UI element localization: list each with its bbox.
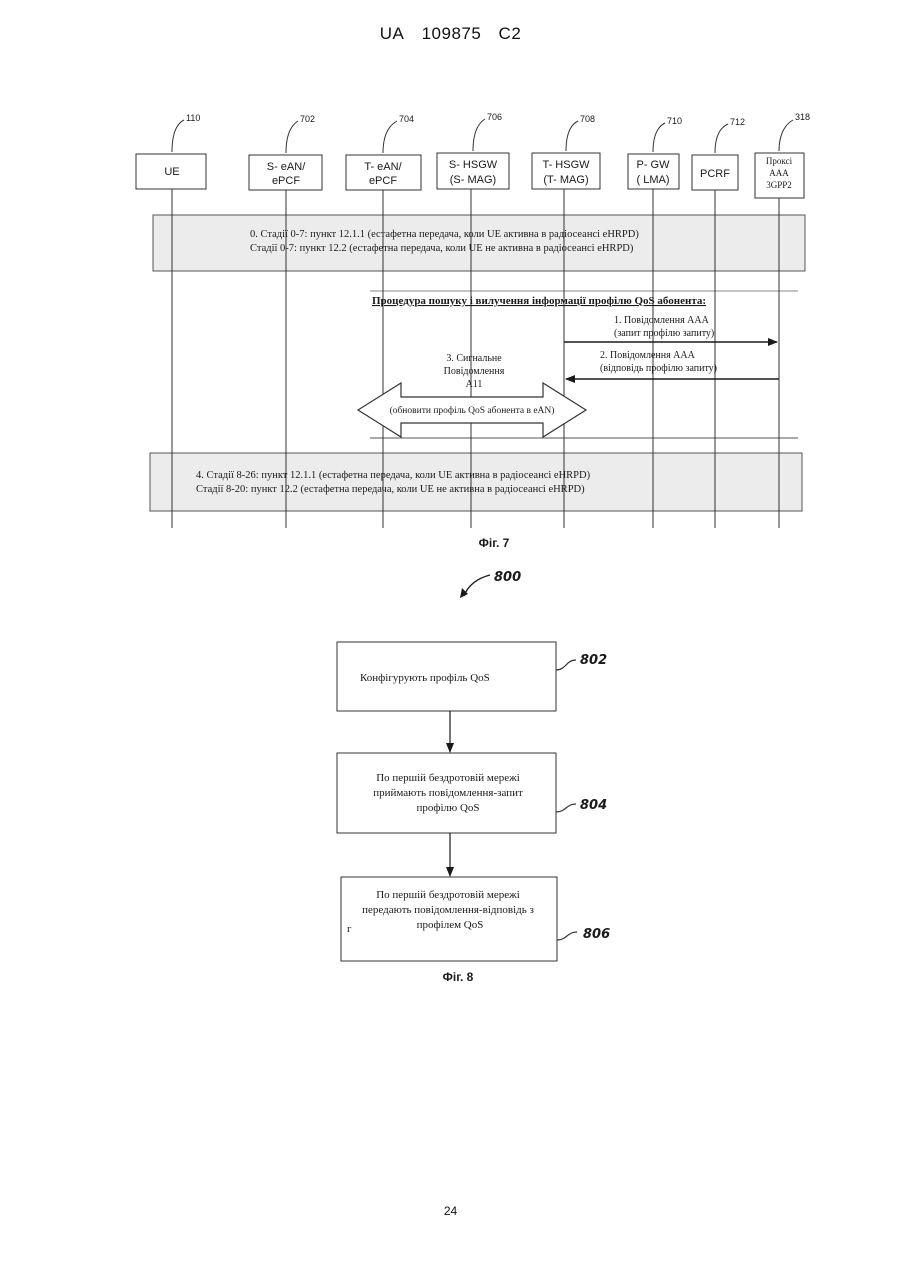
ref-704: 704: [399, 114, 414, 124]
ref-leader-708: [566, 121, 578, 151]
stage4-box: [150, 453, 802, 511]
entity-p-gw-label-2: ( LMA): [637, 174, 670, 186]
ref-leader-702: [286, 121, 298, 153]
ref-leader-706: [473, 119, 485, 151]
msg2-line2: (відповідь профілю запиту): [600, 363, 717, 374]
stage0-line1: 0. Стадії 0-7: пункт 12.1.1 (естафетна п…: [250, 229, 639, 240]
ref-706: 706: [487, 112, 502, 122]
entity-s-ean-label-1: S- eAN/: [267, 161, 306, 173]
ref-708: 708: [580, 114, 595, 124]
entity-p-gw-label-1: P- GW: [637, 159, 671, 171]
stage4-line2: Стадії 8-20: пункт 12.2 (естафетна перед…: [196, 484, 585, 495]
procedure-title: Процедура пошуку і вилучення інформації …: [372, 295, 706, 307]
ref-leader-712: [715, 124, 728, 153]
ref-802-leader: [556, 660, 576, 670]
step-804-line1: По першій бездротовій мережі: [376, 772, 520, 784]
entity-aaa-label-3: 3GPP2: [766, 180, 792, 190]
fig8-flowchart: 800 Конфігурують профіль QoS 802 По перш…: [337, 570, 610, 984]
entity-t-hsgw-label-2: (T- MAG): [543, 174, 588, 186]
entity-t-hsgw-label-1: T- HSGW: [542, 159, 590, 171]
msg2-line1: 2. Повідомлення ААА: [600, 350, 696, 361]
ref-800: 800: [494, 570, 521, 585]
stage4-line1: 4. Стадії 8-26: пункт 12.1.1 (естафетна …: [196, 470, 591, 481]
step-804-line3: профілю QoS: [416, 802, 479, 814]
ref-804-leader: [556, 804, 576, 812]
msg3-line4: (обновити профіль QoS абонента в eAN): [390, 405, 555, 416]
fig7-sequence-diagram: UE S- eAN/ ePCF T- eAN/ ePCF S- HSGW (S-…: [136, 112, 810, 550]
fig8-caption: Фіг. 8: [443, 970, 474, 984]
ref-804: 804: [580, 798, 607, 813]
ref-leader-704: [383, 121, 397, 153]
ref-710: 710: [667, 116, 682, 126]
step-806-line2: передають повідомлення-відповідь з: [362, 904, 534, 916]
msg3-line1: 3. Сигнальне: [446, 353, 502, 364]
ref-110: 110: [186, 113, 200, 123]
msg3-line2: Повідомлення: [444, 366, 505, 377]
entity-pcrf-label: PCRF: [700, 168, 730, 180]
entity-aaa-label-2: AAA: [769, 168, 789, 178]
entity-s-ean-label-2: ePCF: [272, 175, 300, 187]
stray-mark: г: [347, 923, 352, 935]
ref-318: 318: [795, 112, 810, 122]
ref-leader-318: [779, 120, 793, 151]
page-number: 24: [0, 1204, 901, 1218]
entity-ue-label: UE: [164, 166, 179, 178]
fig7-caption: Фіг. 7: [479, 536, 510, 550]
msg1-line2: (запит профілю запиту): [614, 328, 714, 339]
ref-806-leader: [557, 932, 577, 940]
entity-t-ean-label-1: T- eAN/: [364, 161, 402, 173]
step-802-line1: Конфігурують профіль QoS: [360, 672, 490, 684]
entity-s-hsgw-label-1: S- HSGW: [449, 159, 498, 171]
step-806-line3: профілем QoS: [417, 919, 484, 931]
entity-s-hsgw-label-2: (S- MAG): [450, 174, 496, 186]
ref-702: 702: [300, 114, 315, 124]
ref-712: 712: [730, 117, 745, 127]
ref-806: 806: [583, 927, 610, 942]
msg1-line1: 1. Повідомлення ААА: [614, 315, 710, 326]
ref-800-arrow: [464, 575, 490, 596]
msg3-line3: А11: [466, 379, 483, 390]
stage0-line2: Стадії 0-7: пункт 12.2 (естафетна переда…: [250, 243, 634, 254]
step-806-line1: По першій бездротовій мережі: [376, 889, 520, 901]
entity-aaa-label-1: Проксі: [766, 156, 793, 166]
ref-802: 802: [580, 653, 607, 668]
ref-leader-710: [653, 123, 665, 152]
entity-t-ean-label-2: ePCF: [369, 175, 397, 187]
ref-leader-110: [172, 120, 184, 152]
step-804-line2: приймають повідомлення-запит: [373, 787, 523, 799]
